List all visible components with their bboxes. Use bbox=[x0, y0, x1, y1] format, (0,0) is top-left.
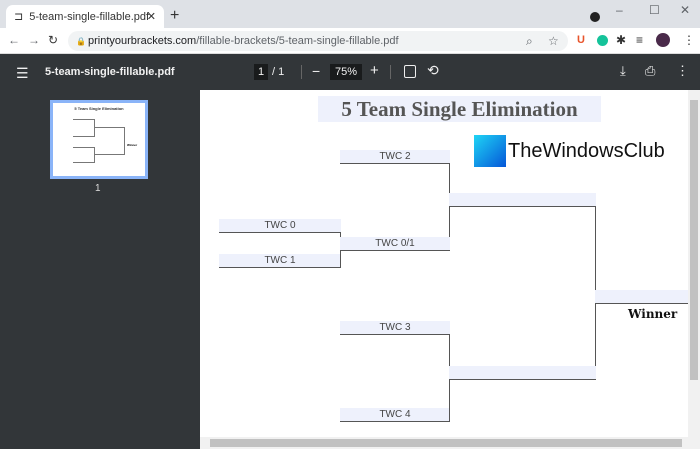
zoom-level-input[interactable]: 75% bbox=[330, 64, 362, 80]
document-title: 5 Team Single Elimination bbox=[318, 96, 601, 122]
team-field[interactable]: TWC 0/1 bbox=[340, 237, 450, 251]
team-field[interactable]: TWC 0 bbox=[219, 219, 341, 233]
url-input[interactable]: 🔒 printyourbrackets.com/fillable-bracket… bbox=[68, 31, 568, 51]
final-field[interactable] bbox=[595, 290, 688, 304]
print-icon[interactable]: ⎙ bbox=[645, 63, 656, 78]
profile-dropdown-icon[interactable] bbox=[590, 12, 600, 22]
reload-icon[interactable]: ↻ bbox=[48, 33, 59, 47]
pdf-filename: 5-team-single-fillable.pdf bbox=[45, 66, 175, 78]
sidebar-menu-icon[interactable]: ☰ bbox=[16, 65, 29, 81]
page-total: / 1 bbox=[272, 66, 285, 78]
more-options-icon[interactable]: ⋮ bbox=[676, 63, 689, 78]
zoom-in-button[interactable]: + bbox=[370, 62, 379, 79]
team-field[interactable]: TWC 3 bbox=[340, 321, 450, 335]
logo-text: TheWindowsClub bbox=[508, 140, 665, 162]
extension-u-icon[interactable]: U bbox=[577, 34, 585, 46]
team-field[interactable]: TWC 1 bbox=[219, 254, 341, 268]
vertical-scrollbar[interactable] bbox=[688, 90, 700, 437]
address-bar-row: ← → ↻ 🔒 printyourbrackets.com/fillable-b… bbox=[0, 28, 700, 54]
page-thumbnail[interactable]: 5 Team Single Elimination Winner bbox=[50, 100, 148, 179]
pdf-page: 5 Team Single Elimination TheWindowsClub… bbox=[200, 90, 688, 437]
bracket-line bbox=[449, 163, 450, 251]
minimize-button[interactable]: – bbox=[616, 3, 623, 17]
thumb-bracket bbox=[73, 119, 95, 137]
thumb-bracket bbox=[73, 147, 95, 163]
grammarly-icon[interactable] bbox=[597, 35, 608, 46]
divider bbox=[390, 65, 391, 79]
download-icon[interactable]: ⤓ bbox=[620, 63, 626, 78]
thumbnail-sidebar: 5 Team Single Elimination Winner 1 bbox=[0, 90, 200, 449]
bookmark-star-icon[interactable]: ☆ bbox=[548, 34, 559, 48]
semifinal-field[interactable] bbox=[449, 193, 596, 207]
team-field[interactable]: TWC 2 bbox=[340, 150, 450, 164]
zoom-lens-icon[interactable]: ⌕ bbox=[526, 33, 533, 48]
pdf-file-icon: ⊐ bbox=[14, 11, 24, 23]
fit-page-icon[interactable] bbox=[404, 65, 416, 78]
scroll-thumb[interactable] bbox=[690, 100, 698, 380]
divider bbox=[301, 65, 302, 79]
thumbnail-page-number: 1 bbox=[95, 183, 101, 194]
forward-icon[interactable]: → bbox=[28, 33, 40, 47]
tab-strip: ⊐ 5-team-single-fillable.pdf ✕ + – ☐ ✕ bbox=[0, 0, 700, 28]
lock-icon: 🔒 bbox=[76, 36, 86, 46]
avatar[interactable] bbox=[656, 33, 670, 47]
browser-tab[interactable]: ⊐ 5-team-single-fillable.pdf ✕ bbox=[6, 5, 164, 28]
pdf-toolbar: ☰ 5-team-single-fillable.pdf 1 / 1 − 75%… bbox=[0, 54, 700, 90]
page-number-input[interactable]: 1 bbox=[254, 64, 268, 80]
thumb-bracket bbox=[95, 127, 125, 155]
maximize-button[interactable]: ☐ bbox=[649, 3, 660, 17]
winner-label: Winner bbox=[628, 307, 678, 321]
extensions-puzzle-icon[interactable]: ✱ bbox=[616, 33, 627, 47]
media-queue-icon[interactable]: ≡ bbox=[636, 33, 644, 47]
back-icon[interactable]: ← bbox=[8, 33, 20, 47]
rotate-icon[interactable]: ⟲ bbox=[427, 62, 439, 78]
windows-logo-icon bbox=[474, 135, 506, 167]
chrome-menu-icon[interactable]: ⋮ bbox=[683, 33, 695, 47]
semifinal-field[interactable] bbox=[449, 366, 596, 380]
new-tab-button[interactable]: + bbox=[170, 7, 180, 24]
close-tab-icon[interactable]: ✕ bbox=[146, 11, 156, 23]
tab-title: 5-team-single-fillable.pdf bbox=[29, 10, 150, 23]
zoom-out-button[interactable]: − bbox=[312, 63, 321, 79]
close-window-button[interactable]: ✕ bbox=[680, 3, 691, 17]
horizontal-scrollbar[interactable] bbox=[200, 437, 700, 449]
team-field[interactable]: TWC 4 bbox=[340, 408, 450, 422]
scroll-thumb[interactable] bbox=[210, 439, 682, 447]
